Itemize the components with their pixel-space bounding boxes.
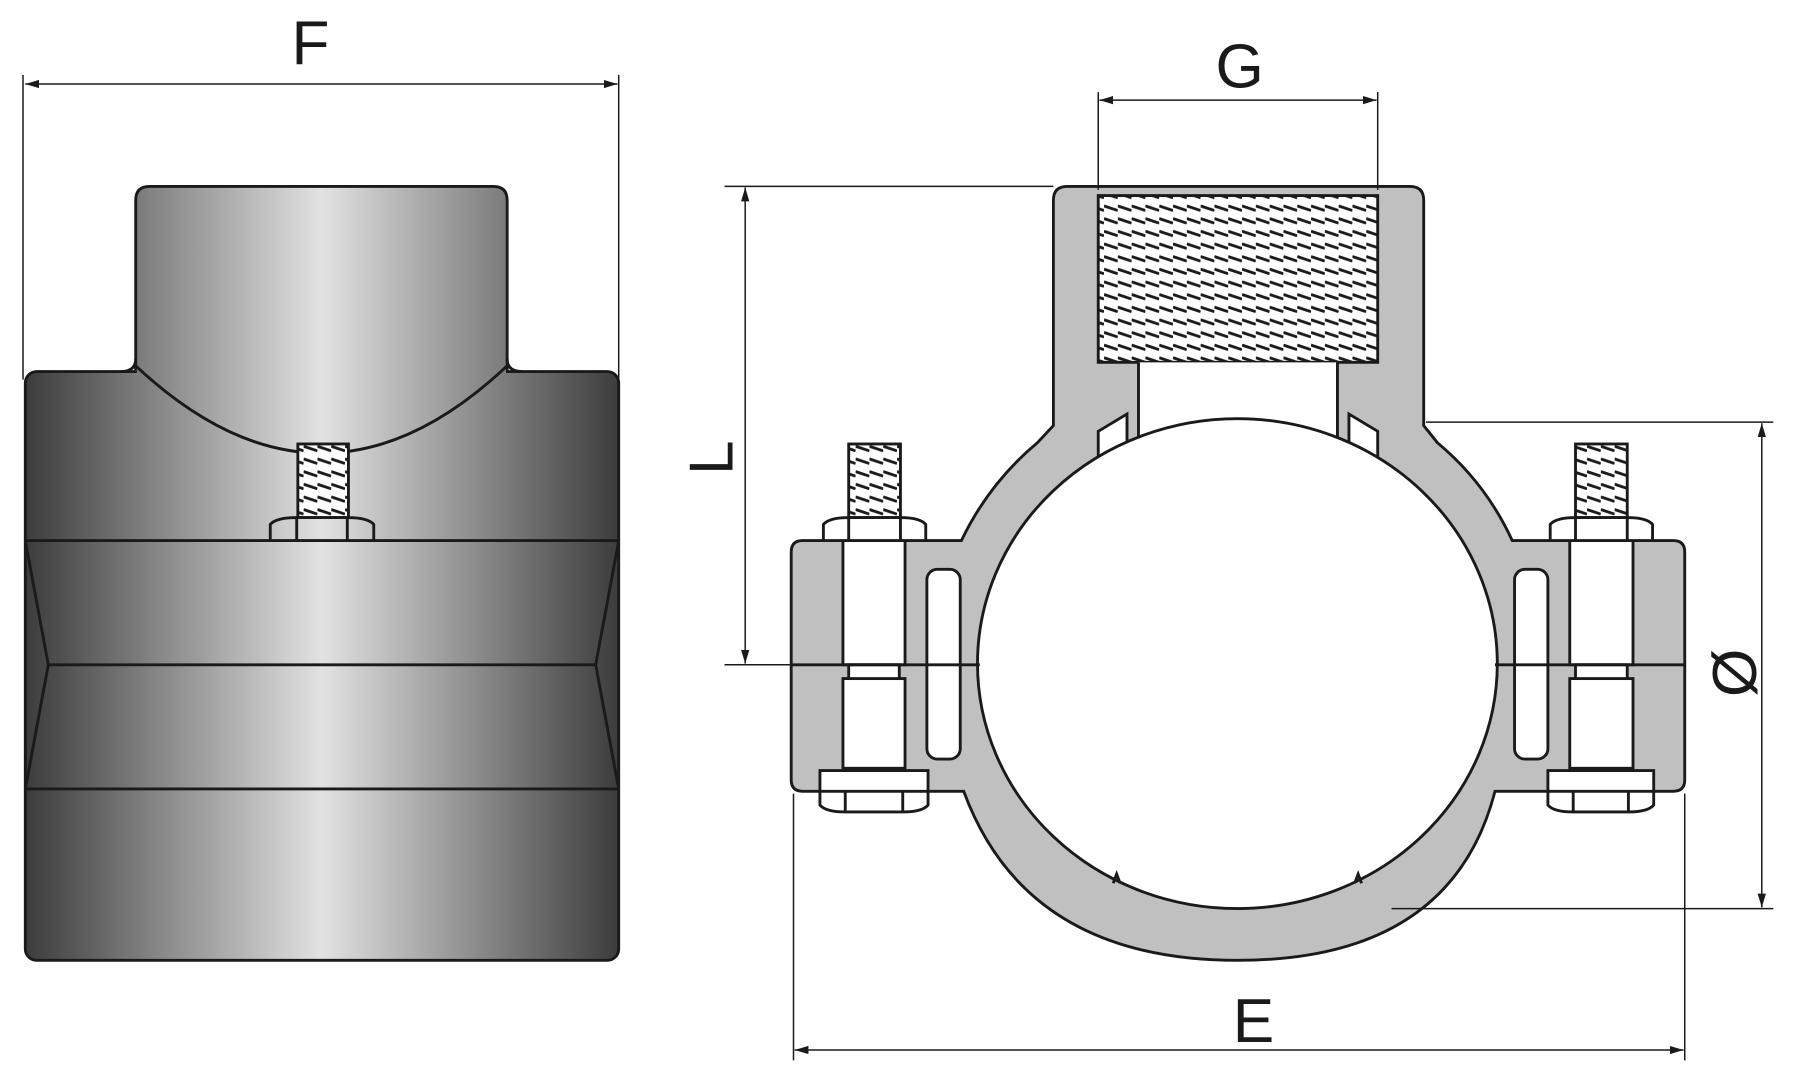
label-diameter: Ø — [1701, 649, 1770, 697]
taper-lines — [23, 540, 621, 790]
bolt-head — [1546, 769, 1656, 814]
front-view — [789, 184, 1687, 962]
bore-marks — [1111, 869, 1363, 884]
hex-nut — [821, 516, 928, 543]
outlet-neck — [134, 184, 509, 382]
neck-fillet — [136, 365, 506, 380]
dimension-e: E — [792, 793, 1686, 1061]
dimension-diameter: Ø — [1391, 421, 1774, 910]
dimension-l: L — [678, 185, 1054, 666]
label-e: E — [1233, 987, 1274, 1056]
dimension-f: F — [22, 9, 620, 380]
bolt-right — [1546, 442, 1656, 814]
dimension-g: G — [1097, 32, 1379, 190]
outlet-thread — [1096, 194, 1380, 364]
bolt-thread — [847, 442, 902, 520]
bolt-head — [818, 769, 930, 814]
hex-nut — [1548, 516, 1654, 543]
bolt-thread — [1574, 442, 1629, 520]
hex-nut — [268, 516, 376, 543]
label-g: G — [1216, 32, 1264, 101]
bolt-thread — [296, 442, 350, 520]
pipe-bore — [976, 417, 1499, 911]
side-view — [23, 184, 621, 962]
label-f: F — [292, 9, 330, 78]
label-l: L — [678, 441, 747, 476]
